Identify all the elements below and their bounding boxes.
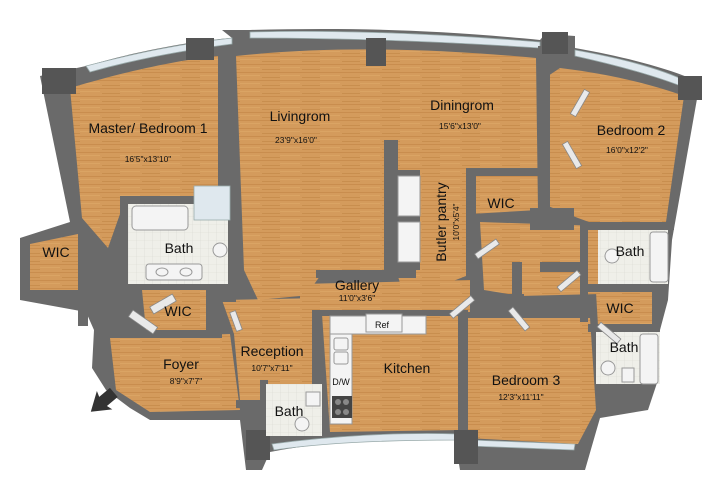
wic-bed3-label: WIC xyxy=(606,300,633,316)
bedroom2-label: Bedroom 2 xyxy=(597,122,666,138)
kitchen-fixtures xyxy=(329,313,427,425)
reception-label: Reception xyxy=(240,343,303,359)
bath-master-label: Bath xyxy=(165,240,194,256)
ref-label: Ref xyxy=(375,320,390,330)
bath-bed2-area xyxy=(598,230,669,284)
reception-dims: 10'7"x7'11" xyxy=(251,363,292,373)
master-bedroom-label: Master/ Bedroom 1 xyxy=(88,120,207,136)
bedroom3-dims: 12'3"x11'11" xyxy=(498,392,543,402)
entry-arrow-icon xyxy=(90,387,118,412)
bath-powder-label: Bath xyxy=(275,403,304,419)
bath-bed3-label: Bath xyxy=(610,339,639,355)
room-labels: Master/ Bedroom 1 16'5"x13'10" Livingrom… xyxy=(42,97,665,419)
foyer-dims: 8'9"x7'7" xyxy=(170,376,202,386)
livingroom-dims: 23'9"x16'0" xyxy=(275,135,317,145)
dw-label: D/W xyxy=(332,377,350,387)
doors xyxy=(127,88,622,345)
gallery-label: Gallery xyxy=(335,277,379,293)
master-bedroom-dims: 16'5"x13'10" xyxy=(125,154,172,164)
bedroom3-label: Bedroom 3 xyxy=(492,372,561,388)
wic-dining-label: WIC xyxy=(487,195,514,211)
gallery-dims: 11'0"x3'6" xyxy=(339,293,376,303)
pantry-shelves xyxy=(397,175,421,263)
wic-master-label: WIC xyxy=(164,303,191,319)
foyer-label: Foyer xyxy=(163,356,199,372)
bath-powder-area xyxy=(266,384,322,436)
bedroom2-dims: 16'0"x12'2" xyxy=(606,145,648,155)
kitchen-label: Kitchen xyxy=(384,360,431,376)
bath-bed2-label: Bath xyxy=(616,243,645,259)
butler-pantry-label: Butler pantry xyxy=(433,182,449,261)
diningroom-label: Diningrom xyxy=(430,97,494,113)
butler-pantry-dims: 10'0"x5'4" xyxy=(451,203,461,240)
bath-master-area xyxy=(128,185,231,284)
diningroom-dims: 15'6"x13'0" xyxy=(439,121,481,131)
livingroom-label: Livingrom xyxy=(270,108,331,124)
wic-left-label: WIC xyxy=(42,244,69,260)
bath-bed3-area xyxy=(596,332,660,385)
